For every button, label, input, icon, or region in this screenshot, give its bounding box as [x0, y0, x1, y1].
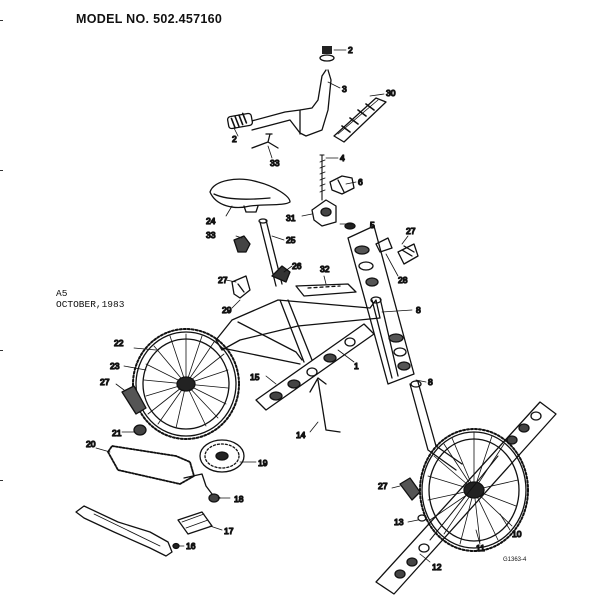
- revision-date: OCTOBER,1983: [56, 299, 125, 310]
- front-wheel: [419, 428, 529, 552]
- callout-27: 27: [406, 226, 416, 236]
- callout-21: 21: [112, 428, 122, 438]
- handlebar-assembly: [226, 46, 356, 230]
- leader-lines: [95, 49, 511, 563]
- handlebar-grip: [226, 112, 254, 130]
- callout-18: 18: [234, 494, 244, 504]
- callout-13: 13: [394, 517, 404, 527]
- drawing-code: G1363-4: [503, 557, 527, 563]
- callout-1: 1: [354, 361, 359, 371]
- scan-mark: [0, 170, 3, 171]
- callout-27: 27: [100, 377, 110, 387]
- callout-6: 6: [358, 177, 363, 187]
- callout-8: 8: [416, 305, 421, 315]
- callout-5: 5: [370, 220, 375, 230]
- front-axle-parts: [375, 401, 557, 595]
- callout-22: 22: [114, 338, 124, 348]
- callout-29: 29: [222, 305, 232, 315]
- front-fork: [409, 380, 463, 471]
- callout-24: 24: [206, 216, 216, 226]
- scan-mark: [0, 350, 3, 351]
- callout-28: 28: [398, 275, 408, 285]
- callout-27: 27: [378, 481, 388, 491]
- callout-10: 10: [512, 529, 522, 539]
- callout-11: 11: [476, 543, 485, 553]
- sheet-number: A5: [56, 288, 68, 299]
- pedal-lower: [177, 511, 213, 535]
- callout-26: 26: [292, 261, 302, 271]
- callout-2: 2: [232, 134, 237, 144]
- bike-frame: [215, 225, 419, 433]
- callout-20: 20: [86, 439, 96, 449]
- pedal-upper: [333, 97, 387, 143]
- callout-labels: 2 3 30 2 33 4 6 24 31 5 33 25 27 28 27 2…: [85, 44, 522, 572]
- model-number-label: MODEL NO. 502.457160: [76, 12, 223, 26]
- callout-33: 33: [270, 158, 280, 168]
- callout-8: 8: [428, 377, 433, 387]
- callout-25: 25: [286, 235, 296, 245]
- sprocket-19: [199, 439, 245, 473]
- headset-stack: [347, 225, 415, 385]
- seat-assembly: [209, 178, 291, 299]
- callout-32: 32: [320, 264, 330, 274]
- callout-19: 19: [258, 458, 268, 468]
- callout-15: 15: [250, 372, 260, 382]
- callout-16: 16: [186, 541, 196, 551]
- callout-2: 2: [348, 45, 353, 55]
- scan-mark: [0, 480, 3, 481]
- rear-wheel: [132, 328, 240, 440]
- callout-17: 17: [224, 526, 234, 536]
- callout-12: 12: [432, 562, 442, 572]
- callout-3: 3: [342, 84, 347, 94]
- chain-guard: [75, 505, 173, 557]
- callout-31: 31: [286, 213, 296, 223]
- scan-mark: [0, 20, 3, 21]
- chain-20: [107, 445, 195, 485]
- callout-33: 33: [206, 230, 216, 240]
- callout-23: 23: [110, 361, 120, 371]
- callout-27: 27: [218, 275, 228, 285]
- callout-14: 14: [296, 430, 306, 440]
- callout-30: 30: [386, 88, 396, 98]
- callout-4: 4: [340, 153, 345, 163]
